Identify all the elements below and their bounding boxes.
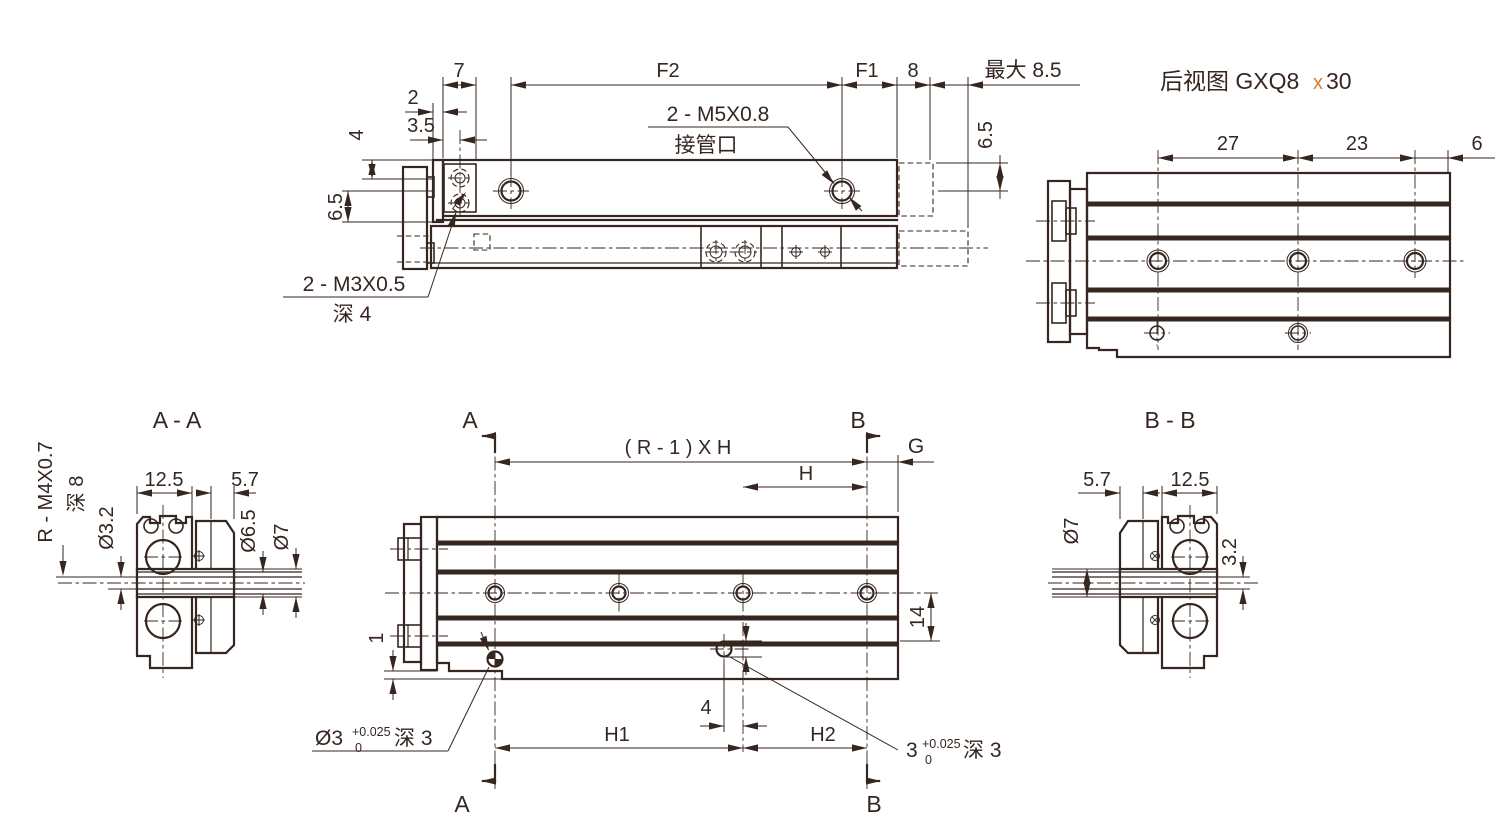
pin-left-tol-sub: 0 — [355, 741, 362, 755]
pin-right-label: 3 +0.025 0 深 3 — [729, 656, 1002, 767]
pin-right-depth: 深 3 — [963, 739, 1002, 762]
rear-view-title: 后视图 GXQ8 x 30 — [1160, 68, 1352, 94]
dim-o6-5: Ø6.5 — [238, 509, 260, 552]
dim-2: 2 — [407, 87, 418, 109]
dim-23: 23 — [1346, 133, 1368, 155]
dim-6-5-right: 6.5 — [975, 121, 997, 149]
dim-h: H — [799, 463, 813, 485]
rear-view-title-x: x — [1313, 72, 1323, 94]
label-rm4: R - M4X0.7 — [35, 441, 57, 542]
dim-14-group: 14 — [900, 593, 940, 642]
dim-7: 7 — [453, 60, 464, 82]
main-view: A B A B ( R - 1 ) X H G H — [312, 407, 1002, 817]
mark-a-top: A — [462, 407, 478, 433]
dim-o7-bb: Ø7 — [1061, 518, 1083, 545]
m3-label: 2 - M3X0.5 深 4 — [283, 210, 460, 326]
section-b-b-title: B - B — [1144, 407, 1195, 433]
dim-14: 14 — [907, 606, 929, 628]
dim-h2: H2 — [810, 724, 836, 746]
dim-3-2-bb: 3.2 — [1219, 538, 1241, 566]
section-b-b-body — [1048, 505, 1258, 678]
m3-label-thread: 2 - M3X0.5 — [303, 273, 406, 296]
section-marks: A B A B — [454, 407, 881, 817]
extended-position-dashed — [420, 162, 988, 267]
top-view-left-dims: 4 6.5 — [325, 129, 437, 223]
section-b-b-dims: 5.7 12.5 Ø7 3.2 — [1061, 469, 1250, 610]
dim-f2: F2 — [656, 60, 679, 82]
label-rm4-depth: 深 8 — [65, 476, 88, 513]
dim-4-main-group: 4 — [700, 664, 767, 732]
rear-view-title-text: 后视图 GXQ8 — [1160, 68, 1299, 94]
dim-12-5-bb: 12.5 — [1171, 469, 1210, 491]
dim-max-8-5: 最大 8.5 — [984, 59, 1061, 82]
top-view: 4 6.5 7 2 3.5 — [283, 59, 1080, 326]
slide-table-holes — [705, 240, 832, 264]
dim-27: 27 — [1217, 133, 1239, 155]
top-view-body — [397, 158, 899, 271]
pin-right-base: 3 — [906, 739, 918, 762]
dim-o3-2: Ø3.2 — [96, 506, 118, 549]
dim-g: G — [908, 435, 924, 458]
port-label: 2 - M5X0.8 接管口 — [648, 103, 863, 212]
pin-hole-right — [710, 623, 762, 675]
top-view-top-dims: 7 2 3.5 F2 F1 8 最大 8.5 6.5 — [405, 59, 1080, 228]
section-b-b: B - B 5 — [1048, 407, 1258, 678]
section-a-a: A - A — [35, 407, 305, 678]
pin-left-depth: 深 3 — [394, 727, 433, 750]
m3-thread-holes — [448, 130, 472, 216]
dim-6: 6 — [1471, 133, 1482, 155]
section-a-a-body — [58, 505, 305, 678]
dim-6-5-left: 6.5 — [325, 193, 347, 221]
dim-5-7: 5.7 — [231, 469, 259, 491]
m3-label-depth: 深 4 — [333, 303, 372, 326]
pin-left-tol-sup: +0.025 — [352, 725, 391, 739]
section-a-a-title: A - A — [153, 407, 202, 433]
dim-5-7-bb: 5.7 — [1083, 469, 1111, 491]
dim-h1: H1 — [604, 724, 630, 746]
dim-1: 1 — [366, 632, 388, 643]
pin-right-tol-sup: +0.025 — [922, 737, 961, 751]
dim-1-group: 1 — [366, 632, 502, 700]
port-label-thread: 2 - M5X0.8 — [667, 103, 770, 126]
dim-f1: F1 — [855, 60, 878, 82]
dim-8: 8 — [907, 60, 918, 82]
m5-port-holes — [493, 173, 860, 209]
main-view-holes — [385, 432, 940, 790]
pin-hole-left — [479, 631, 504, 668]
dim-4-main: 4 — [700, 697, 711, 719]
port-label-name: 接管口 — [675, 134, 738, 157]
main-view-body — [390, 515, 900, 681]
rear-view-body — [1036, 171, 1452, 359]
dim-3-5: 3.5 — [407, 115, 435, 137]
rear-view-title-size: 30 — [1326, 68, 1352, 94]
dim-4: 4 — [346, 129, 368, 140]
dim-o7-aa: Ø7 — [271, 524, 293, 551]
pin-left-base: Ø3 — [315, 727, 343, 750]
mark-b-bottom: B — [866, 791, 881, 817]
section-a-a-dims: 12.5 5.7 R - M4X0.7 深 8 Ø3.2 Ø6.5 Ø7 — [35, 441, 300, 618]
dim-rxh: ( R - 1 ) X H — [625, 437, 732, 459]
pin-left-label: Ø3 +0.025 0 深 3 — [312, 666, 490, 755]
dim-12-5: 12.5 — [145, 469, 184, 491]
rear-view-holes — [1026, 150, 1464, 350]
rear-view-dims: 27 23 6 — [1158, 133, 1495, 172]
rear-view: 后视图 GXQ8 x 30 — [1026, 68, 1495, 359]
pin-right-tol-sub: 0 — [925, 753, 932, 767]
main-view-top-dims: ( R - 1 ) X H G H — [495, 435, 934, 512]
mark-a-bottom: A — [454, 791, 470, 817]
mark-b-top: B — [850, 407, 865, 433]
h1-h2-dims: H1 H2 — [495, 724, 867, 752]
